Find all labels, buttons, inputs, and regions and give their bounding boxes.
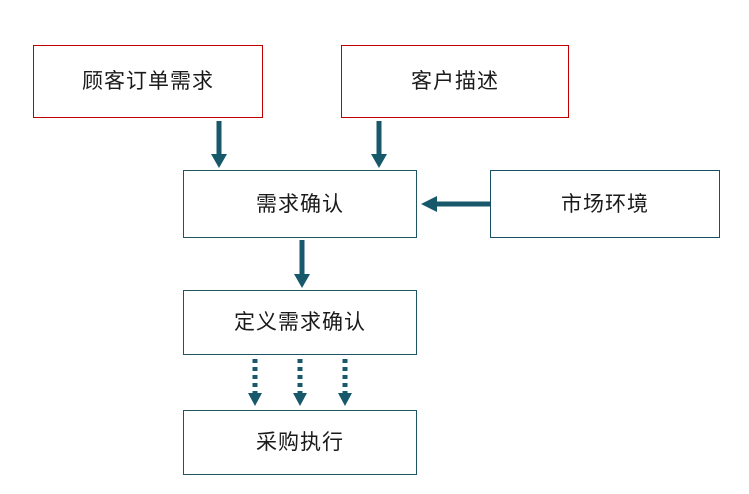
node-define-demand-confirmation[interactable]: 定义需求确认 xyxy=(183,290,417,355)
node-label: 顾客订单需求 xyxy=(82,69,214,93)
connector-define-to-purchase-2-dotted-arrow-icon xyxy=(291,358,309,408)
node-label: 采购执行 xyxy=(256,430,344,454)
node-label: 定义需求确认 xyxy=(234,310,366,334)
node-label: 需求确认 xyxy=(256,191,344,216)
node-customer-order-demand[interactable]: 顾客订单需求 xyxy=(33,45,263,118)
connector-define-to-purchase-3-dotted-arrow-icon xyxy=(336,358,354,408)
node-purchase-execution[interactable]: 采购执行 xyxy=(183,410,417,475)
connector-order-to-confirm-arrow-icon xyxy=(205,121,233,169)
connector-description-to-confirm-arrow-icon xyxy=(365,121,393,169)
node-label: 市场环境 xyxy=(561,191,649,216)
connector-confirm-to-define-arrow-icon xyxy=(288,240,316,289)
node-demand-confirmation[interactable]: 需求确认 xyxy=(183,170,417,238)
node-customer-description[interactable]: 客户描述 xyxy=(341,45,569,118)
connector-define-to-purchase-1-dotted-arrow-icon xyxy=(246,358,264,408)
node-label: 客户描述 xyxy=(411,69,499,93)
connector-market-to-confirm-arrow-icon xyxy=(419,190,491,218)
node-market-environment[interactable]: 市场环境 xyxy=(490,170,720,238)
